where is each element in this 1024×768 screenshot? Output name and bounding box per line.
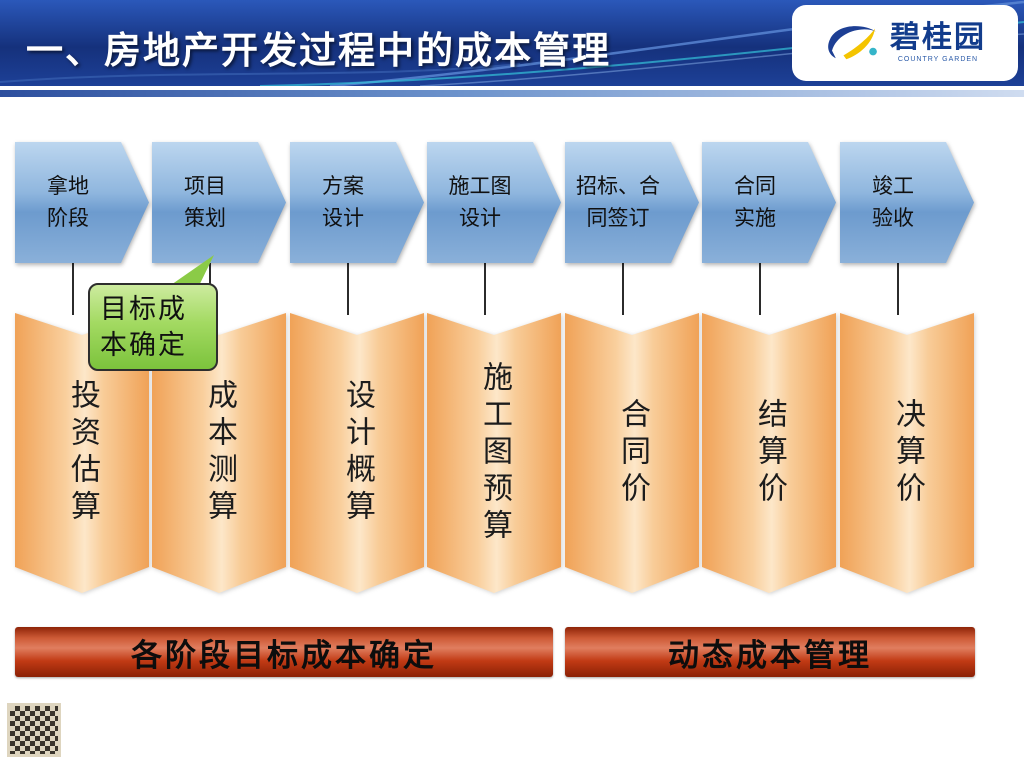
stage-arrow-planning: 项目 策划 bbox=[152, 142, 286, 263]
stage-arrow-bidding: 招标、合 同签订 bbox=[565, 142, 699, 263]
connector-line bbox=[484, 263, 486, 315]
stage-label: 方案 设计 bbox=[322, 175, 364, 230]
connector-line bbox=[622, 263, 624, 315]
cost-arrow-shape: 合同价 bbox=[565, 313, 699, 593]
cost-label: 决算价 bbox=[891, 397, 924, 509]
cost-arrow-cost-calculation: 成本测算 bbox=[152, 313, 286, 593]
bar-stage-target-cost: 各阶段目标成本确定 bbox=[15, 627, 553, 677]
stage-label: 项目 策划 bbox=[184, 175, 226, 230]
page-title: 一、房地产开发过程中的成本管理 bbox=[26, 30, 611, 71]
stage-arrow-shape: 施工图 设计 bbox=[427, 142, 561, 263]
stage-label: 合同 实施 bbox=[734, 175, 776, 230]
stage-label: 招标、合 同签订 bbox=[576, 175, 660, 230]
stage-arrow-shape: 合同 实施 bbox=[702, 142, 836, 263]
logo-swoosh-icon bbox=[828, 26, 877, 60]
stage-arrow-scheme-design: 方案 设计 bbox=[290, 142, 424, 263]
cost-arrow-shape: 成本测算 bbox=[152, 313, 286, 593]
connector-line bbox=[347, 263, 349, 315]
cost-arrow-shape: 决算价 bbox=[840, 313, 974, 593]
cost-arrow-design-estimate: 设计概算 bbox=[290, 313, 424, 593]
stage-arrow-shape: 方案 设计 bbox=[290, 142, 424, 263]
cost-arrow-shape: 结算价 bbox=[702, 313, 836, 593]
callout-text: 目标成 本确定 bbox=[88, 283, 218, 371]
cost-arrow-drawing-budget: 施工图预算 bbox=[427, 313, 561, 593]
bar-label: 动态成本管理 bbox=[668, 637, 872, 673]
callout-target-cost: 目标成 本确定 bbox=[86, 250, 236, 376]
stage-arrow-construction-drawing: 施工图 设计 bbox=[427, 142, 561, 263]
cost-arrow-settlement-price: 结算价 bbox=[702, 313, 836, 593]
stage-arrow-completion: 竣工 验收 bbox=[840, 142, 974, 263]
stage-arrow-shape: 招标、合 同签订 bbox=[565, 142, 699, 263]
stage-label: 施工图 设计 bbox=[448, 175, 512, 230]
cost-arrow-shape: 设计概算 bbox=[290, 313, 424, 593]
stage-arrow-shape: 竣工 验收 bbox=[840, 142, 974, 263]
stage-arrow-shape: 拿地 阶段 bbox=[15, 142, 149, 263]
cost-label: 成本测算 bbox=[203, 379, 236, 527]
qr-code bbox=[7, 703, 61, 757]
cost-label: 结算价 bbox=[753, 397, 786, 509]
stage-arrow-contract-execution: 合同 实施 bbox=[702, 142, 836, 263]
logo-text: 碧桂园 bbox=[890, 21, 986, 54]
cost-label: 设计概算 bbox=[341, 379, 374, 527]
cost-label: 施工图预算 bbox=[478, 360, 511, 546]
stage-arrow-shape: 项目 策划 bbox=[152, 142, 286, 263]
cost-arrow-final-price: 决算价 bbox=[840, 313, 974, 593]
logo: 碧桂园 COUNTRY GARDEN bbox=[792, 5, 1018, 81]
header-divider bbox=[0, 90, 1024, 97]
cost-label: 投资估算 bbox=[66, 379, 99, 527]
logo-text-block: 碧桂园 COUNTRY GARDEN bbox=[890, 21, 986, 64]
logo-subtext: COUNTRY GARDEN bbox=[897, 56, 979, 63]
stage-label: 竣工 验收 bbox=[872, 175, 914, 230]
connector-line bbox=[897, 263, 899, 315]
bar-dynamic-cost-management: 动态成本管理 bbox=[565, 627, 975, 677]
stage-arrow-land: 拿地 阶段 bbox=[15, 142, 149, 263]
stage-label: 拿地 阶段 bbox=[47, 175, 89, 230]
connector-line bbox=[759, 263, 761, 315]
slide-header: 一、房地产开发过程中的成本管理 碧桂园 COUNTRY GARDEN bbox=[0, 0, 1024, 86]
cost-label: 合同价 bbox=[616, 397, 649, 509]
cost-arrow-shape: 施工图预算 bbox=[427, 313, 561, 593]
bar-label: 各阶段目标成本确定 bbox=[131, 637, 437, 673]
connector-line bbox=[72, 263, 74, 315]
cost-arrow-contract-price: 合同价 bbox=[565, 313, 699, 593]
